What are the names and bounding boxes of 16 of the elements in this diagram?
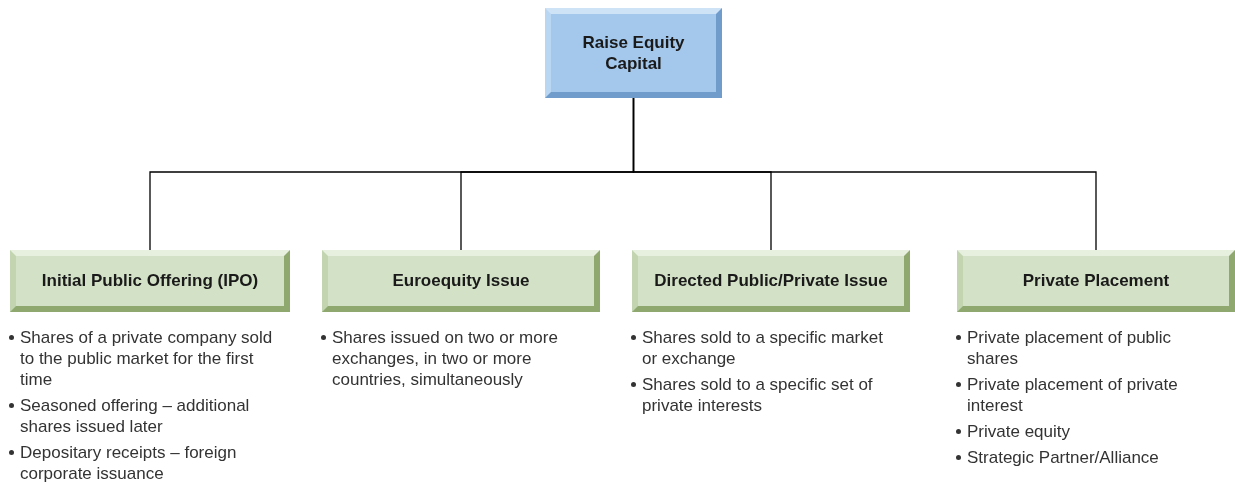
category-box: Private Placement [957,250,1235,312]
bullet-text: Private placement of private interest [967,375,1178,415]
bullet-text: Shares sold to a specific market or exchange [642,328,883,368]
root-box: Raise Equity Capital [545,8,722,98]
connector-line [632,97,1097,251]
category-box: Initial Public Offering (IPO) [10,250,290,312]
bullet-text: Seasoned offering – additional shares issued later [20,396,250,436]
category-box: Directed Public/Private Issue [632,250,910,312]
bullet-text: Depositary receipts – foreign corporate issuance [20,443,237,483]
bullet-text: Shares of a private company sold to the public market for the first time [20,328,273,389]
bullet-text: Private placement of public shares [967,328,1172,368]
category-box: Euroequity Issue [322,250,600,312]
bullet-text: Shares sold to a specific set of private interests [642,375,873,415]
bullet-text: Strategic Partner/Alliance [967,448,1159,467]
bullet-text: Shares issued on two or more exchanges, in two or more countries, simultaneously [332,328,558,389]
bullet-text: Private equity [967,422,1070,441]
